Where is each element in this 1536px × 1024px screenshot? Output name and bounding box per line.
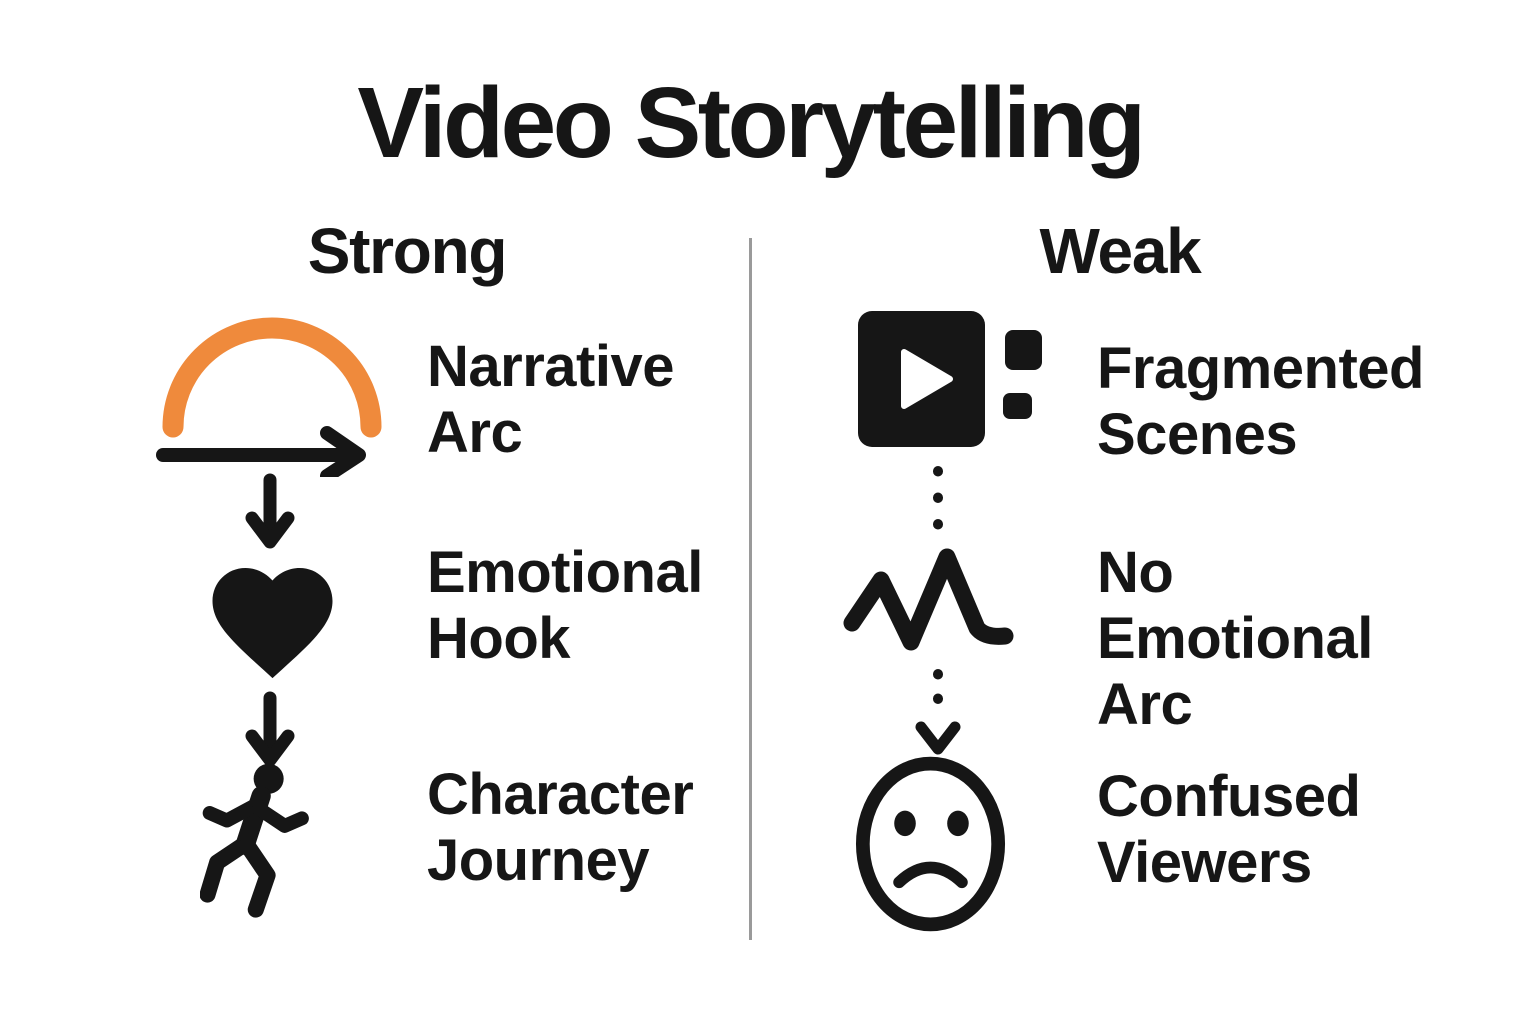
running-person-icon bbox=[200, 763, 309, 918]
dotted-down-arrow-icon bbox=[915, 669, 961, 755]
narrative-arc-icon bbox=[156, 317, 382, 477]
sad-face-icon bbox=[855, 756, 1006, 932]
narrative-arc-label: Narrative Arc bbox=[427, 334, 674, 465]
column-divider bbox=[749, 238, 752, 940]
zigzag-line-icon bbox=[843, 548, 1014, 651]
video-player-fragments-icon bbox=[858, 311, 1042, 447]
strong-column-header: Strong bbox=[307, 215, 508, 287]
page-title: Video Storytelling bbox=[357, 67, 1146, 179]
heart-icon bbox=[212, 568, 333, 679]
emotional-hook-label: Emotional Hook bbox=[427, 540, 703, 671]
down-arrow-connector-icon bbox=[245, 473, 295, 549]
fragmented-scenes-label: Fragmented Scenes bbox=[1097, 336, 1424, 467]
confused-viewers-label: Confused Viewers bbox=[1097, 764, 1361, 895]
no-emotional-arc-label: No Emotional Arc bbox=[1097, 540, 1373, 737]
dotted-connector-icon bbox=[933, 466, 943, 536]
character-journey-label: Character Journey bbox=[427, 762, 694, 893]
weak-column-header: Weak bbox=[1039, 215, 1202, 287]
down-arrow-connector-icon bbox=[245, 691, 295, 767]
